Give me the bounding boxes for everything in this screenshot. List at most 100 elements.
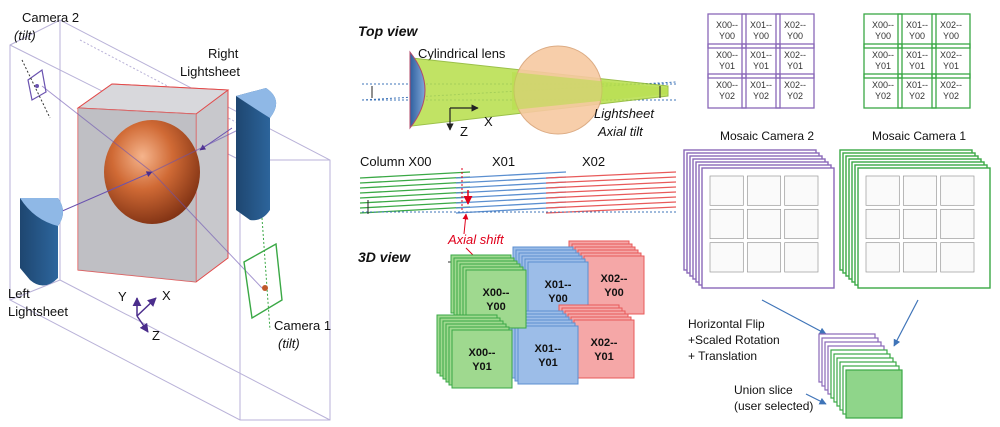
mosaic-tile-frame — [863, 73, 903, 109]
beam-lines — [41, 85, 263, 289]
slice-tile — [709, 175, 744, 206]
camera2-window — [21, 59, 51, 119]
mosaic-tile-label-1: X00-- — [872, 50, 894, 60]
union-slice — [845, 369, 903, 419]
mosaic-tile-frame — [775, 43, 815, 79]
mosaic-tile: X01--Y02 — [897, 73, 937, 109]
stripe-line — [359, 191, 471, 199]
mosaic-tile-frame — [741, 73, 781, 109]
stripe-line — [545, 191, 677, 199]
stripe-line — [545, 181, 677, 189]
slice-tile — [709, 242, 744, 273]
camera1-tilt-label: (tilt) — [278, 336, 300, 351]
slice-tile — [865, 242, 900, 273]
slice-tile — [940, 242, 975, 273]
right-lightsheet-shape — [236, 88, 277, 221]
mosaic-tile-label-1: X00-- — [872, 20, 894, 30]
stripe-column-x00 — [359, 171, 471, 214]
tile-label-line1: X01-- — [535, 343, 562, 355]
slice-tile — [902, 175, 938, 206]
slice-tile — [784, 208, 819, 240]
stripe-line — [455, 171, 567, 179]
mosaic-tile-frame — [931, 73, 971, 109]
tile-label-line2: Y00 — [486, 301, 506, 313]
mosaic-tile-frame — [897, 13, 937, 49]
top-view-title: Top view — [358, 23, 418, 39]
tile-slice — [517, 325, 579, 385]
tile-label-line1: X00-- — [469, 347, 496, 359]
mosaic-tile-frame — [863, 43, 903, 79]
mosaic-tile-label-2: Y00 — [875, 31, 891, 41]
slice-tile — [709, 208, 744, 240]
camera2-tilt-label: (tilt) — [14, 28, 36, 43]
mosaic-tile-label-1: X01-- — [750, 20, 772, 30]
mosaic-tile-label-2: Y02 — [719, 91, 735, 101]
mosaic-tile-frame — [707, 13, 747, 49]
mosaic-camera1-label: Mosaic Camera 1 — [872, 129, 966, 143]
slice-tile — [865, 175, 900, 206]
slice-tile — [746, 175, 782, 206]
union-slice-label-2: (user selected) — [734, 399, 813, 413]
stripe-line — [359, 196, 471, 204]
mosaic-tile-label-1: X01-- — [906, 50, 928, 60]
mosaic-tile-frame — [897, 73, 937, 109]
left-lightsheet-label-1: Left — [8, 286, 30, 301]
stripe-column-x02 — [545, 171, 677, 214]
left-lightsheet-label-2: Lightsheet — [8, 304, 68, 319]
mosaic-tile: X02--Y01 — [931, 43, 971, 79]
mosaic-tile-label-2: Y01 — [875, 61, 891, 71]
lightsheet-label: Lightsheet — [594, 106, 655, 121]
topview-axis-z: Z — [460, 124, 468, 139]
mosaic-tile: X01--Y00 — [897, 13, 937, 49]
mosaic-tile-frame — [707, 73, 747, 109]
mosaic-tile-label-1: X02-- — [940, 50, 962, 60]
mosaic-tile: X00--Y01 — [863, 43, 903, 79]
tile-slice — [573, 319, 635, 379]
tile-label-line2: Y00 — [604, 287, 624, 299]
green-slice-stack — [839, 149, 991, 289]
mosaic-tile: X00--Y02 — [707, 73, 747, 109]
mosaic-camera1-grid: X00--Y00X01--Y00X02--Y00X00--Y01X01--Y01… — [863, 13, 971, 109]
mosaic-tile-label-2: Y00 — [909, 31, 925, 41]
stripe-line — [545, 201, 677, 209]
slice-tile — [940, 208, 975, 240]
mosaic-tile-label-1: X01-- — [750, 80, 772, 90]
tile-label-line2: Y01 — [472, 361, 492, 373]
mosaic-tile-label-1: X00-- — [716, 50, 738, 60]
mosaic-tile-label-2: Y01 — [753, 61, 769, 71]
tile-slice — [583, 255, 645, 315]
middle-panel: Top view Cylindrical lens Z X Lightsheet… — [358, 23, 677, 389]
mosaic-tile-frame — [931, 43, 971, 79]
axial-shift-label: Axial shift — [447, 232, 505, 247]
column-x00-label: Column X00 — [360, 154, 432, 169]
tile-label-line1: X00-- — [483, 287, 510, 299]
tile-label-line2: Y01 — [538, 357, 558, 369]
mosaic-tile: X00--Y00 — [863, 13, 903, 49]
mosaic-camera2-label: Mosaic Camera 2 — [720, 129, 814, 143]
cylindrical-lens-label: Cylindrical lens — [418, 46, 506, 61]
stripe-line — [545, 176, 677, 184]
mosaic-tile-label-1: X00-- — [872, 80, 894, 90]
mosaic-tile-label-1: X01-- — [906, 80, 928, 90]
tile-label-line1: X02-- — [591, 337, 618, 349]
left-axes — [132, 297, 157, 333]
union-slice-stack — [818, 333, 903, 419]
column-x01-label: X01 — [492, 154, 515, 169]
mosaic-tile-frame — [741, 43, 781, 79]
mosaic-tile: X02--Y02 — [931, 73, 971, 109]
mosaic-tile-label-2: Y02 — [787, 91, 803, 101]
mosaic-tile-frame — [931, 13, 971, 49]
mosaic-tile-label-1: X02-- — [784, 50, 806, 60]
mosaic-tile-label-2: Y02 — [909, 91, 925, 101]
mosaic-tile-label-1: X02-- — [940, 80, 962, 90]
mosaic-tile-label-2: Y01 — [909, 61, 925, 71]
slice-tile — [902, 242, 938, 273]
mosaic-tile-frame — [741, 13, 781, 49]
mosaic-tile-label-2: Y00 — [719, 31, 735, 41]
mosaic-tile-label-2: Y01 — [719, 61, 735, 71]
purple-slice-stack — [683, 149, 835, 289]
axis-z-label: Z — [152, 328, 160, 343]
mosaic-tile-label-2: Y02 — [875, 91, 891, 101]
mosaic-tile-frame — [775, 73, 815, 109]
